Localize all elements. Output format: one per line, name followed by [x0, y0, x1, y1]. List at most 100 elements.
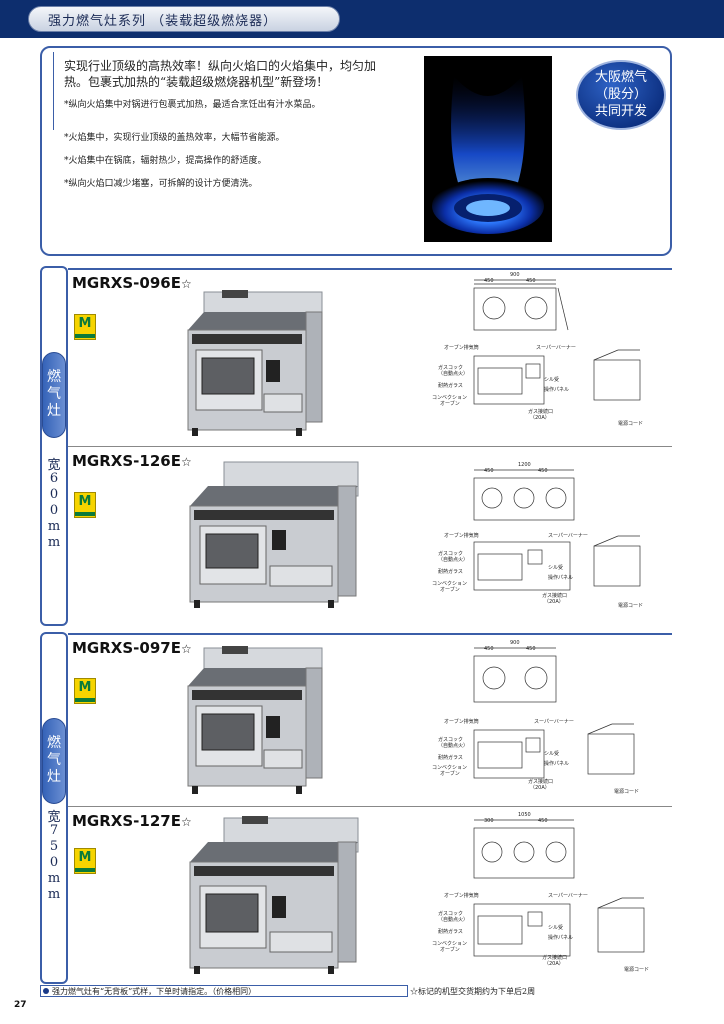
drawing-label: 操作パネル: [544, 761, 570, 767]
dimension-label: 450: [538, 818, 548, 824]
intro-bullet: *纵向火焰口减少堵塞，可拆解的设计方便清洗。: [64, 179, 258, 189]
drawing-icon: [473, 279, 641, 405]
drawing-label: コンベクション: [432, 581, 468, 587]
certification-icon: M: [74, 678, 96, 704]
star-mark: ☆: [180, 642, 192, 656]
intro-bullet: *火焰集中在锅底，辐射热少，提高操作的舒适度。: [64, 156, 267, 166]
tab-char: 灶: [47, 403, 61, 419]
drawing-label: シル受: [548, 565, 564, 571]
drawing-label: コンベクション: [432, 941, 468, 947]
drawing-label: オーブン: [440, 587, 460, 593]
gas-range-icon: [189, 461, 359, 608]
drawing-label: スーパーバーナー: [534, 719, 574, 725]
drawing-label: オーブン排気筒: [444, 345, 479, 351]
product-separator: [68, 806, 672, 807]
drawing-label: （20A）: [544, 961, 564, 967]
drawing-label: ガスコック: [438, 911, 464, 917]
drawing-label: 耐熱ガラス: [438, 929, 463, 935]
dimension-label: 450: [484, 468, 494, 474]
drawing-label: 操作パネル: [548, 935, 574, 941]
footer-note-right: ☆标记的机型交货期约为下单后2周: [410, 987, 536, 996]
model-name: MGRXS-096E☆: [72, 274, 192, 292]
drawing-label: 操作パネル: [548, 575, 574, 581]
drawing-label: （自動点火）: [438, 743, 469, 749]
drawing-label: 電源コード: [624, 967, 650, 973]
dimension-label: 900: [510, 640, 520, 646]
model-name: MGRXS-126E☆: [72, 452, 192, 470]
drawing-label: コンベクション: [432, 765, 468, 771]
gas-range-icon: [189, 816, 359, 974]
dimension-label: 300: [484, 818, 494, 824]
intro-divider: [53, 52, 54, 130]
category-tab: [42, 352, 66, 438]
drawing-label: スーパーバーナー: [548, 533, 588, 539]
width-char: 0: [49, 487, 59, 502]
drawing-label: （自動点火）: [438, 371, 469, 377]
tab-char: 燃: [47, 369, 61, 385]
footer-note-left: 强力燃气灶有“无背板”式样，下单时请指定。（价格相同）: [52, 987, 257, 996]
model-code: MGRXS-097E: [72, 639, 181, 657]
model-code: MGRXS-096E: [72, 274, 181, 292]
drawing-label: 操作パネル: [544, 387, 570, 393]
cert-mark: M: [78, 316, 92, 331]
dimension-label: 450: [538, 468, 548, 474]
cert-mark: M: [78, 680, 92, 695]
drawing-label: オーブン: [440, 771, 460, 777]
drawing-label: （20A）: [530, 415, 550, 421]
star-mark: ☆: [180, 455, 192, 469]
width-char: 宽: [47, 458, 61, 473]
cert-mark: M: [78, 494, 92, 509]
range-photo: [186, 460, 362, 608]
gas-range-icon: [187, 646, 323, 794]
width-char: 7: [49, 823, 59, 838]
drawing-label: （自動点火）: [438, 557, 469, 563]
drawing-label: ガス接続口: [542, 955, 568, 961]
drawing-label: オーブン: [440, 947, 460, 953]
drawing-label: ガスコック: [438, 365, 464, 371]
intro-bullet: *火焰集中，实现行业顶级的盖热效率，大幅节省能源。: [64, 133, 285, 143]
category-tab: [42, 718, 66, 804]
tab-char: 气: [47, 386, 61, 402]
technical-drawing: 1200 450 450 オーブン排気筒 スーパーバーナー ガスコック （自動点…: [418, 462, 674, 618]
drawing-label: ガスコック: [438, 551, 464, 557]
dimension-label: 450: [526, 646, 536, 652]
width-char: m: [47, 535, 61, 550]
width-char: m: [47, 519, 61, 534]
drawing-label: 電源コード: [618, 421, 644, 427]
drawing-label: スーパーバーナー: [548, 893, 588, 899]
header-tab: [28, 6, 340, 32]
drawing-label: シル受: [548, 925, 564, 931]
intro-box: [40, 46, 672, 256]
section-frame-600: [40, 266, 68, 626]
cert-mark: M: [78, 850, 92, 865]
drawing-label: 耐熱ガラス: [438, 383, 463, 389]
dimension-label: 900: [510, 272, 520, 278]
drawing-label: オーブン排気筒: [444, 893, 479, 899]
drawing-label: 電源コード: [618, 603, 644, 609]
intro-note: *纵向火焰集中对锅进行包裹式加热，最适合烹饪出有汁水菜品。: [64, 100, 321, 110]
badge-line: （股分）: [594, 87, 647, 102]
dimension-label: 1050: [518, 812, 531, 818]
drawing-label: 耐熱ガラス: [438, 755, 463, 761]
dimension-label: 1200: [518, 462, 531, 468]
technical-drawing: 900 450 450 オーブン排気筒 スーパーバーナー ガスコック （自動点火…: [418, 640, 674, 800]
footer-note-box: [40, 985, 408, 997]
range-photo: [186, 816, 362, 976]
certification-icon: M: [74, 492, 96, 518]
certification-icon: M: [74, 848, 96, 874]
drawing-label: オーブン排気筒: [444, 719, 479, 725]
drawing-label: ガス接続口: [542, 593, 568, 599]
gas-range-icon: [187, 290, 323, 436]
drawing-icon: [473, 819, 645, 957]
model-code: MGRXS-126E: [72, 452, 181, 470]
technical-drawing: 900 450 450 オーブン排気筒 スーパーバーナー ガスコック （自動点火…: [418, 272, 674, 438]
tab-char: 燃: [47, 735, 61, 751]
range-photo: [186, 646, 326, 796]
drawing-label: （20A）: [530, 785, 550, 791]
page-title: 强力燃气灶系列 （装载超级燃烧器）: [48, 14, 278, 29]
flame-icon: [432, 76, 544, 234]
drawing-label: （20A）: [544, 599, 564, 605]
drawing-label: （自動点火）: [438, 917, 469, 923]
drawing-icon: [473, 647, 635, 779]
star-mark: ☆: [180, 815, 192, 829]
